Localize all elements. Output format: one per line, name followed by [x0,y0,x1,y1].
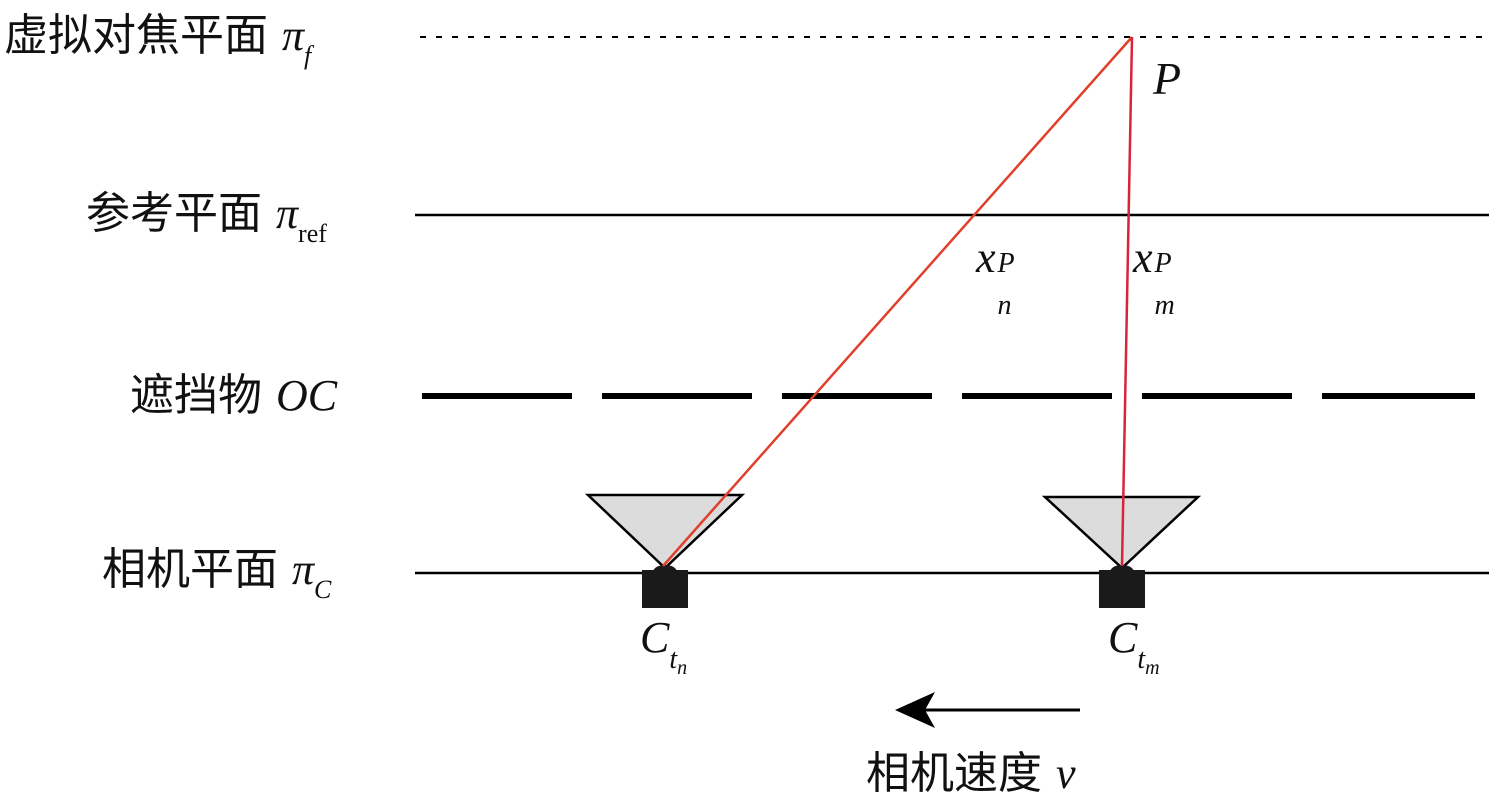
occluder-symbol: OC [276,371,338,420]
camera-m-subsub: m [1145,657,1160,679]
camera-plane-symbol: π [292,545,315,594]
camera-n-body [642,570,688,608]
occluder-text: 遮挡物 [130,370,262,421]
occluder-label: 遮挡物 OC [130,374,337,418]
projection-n-sub: n [997,290,1012,321]
ray-n [662,36,1133,567]
camera-plane-subscript: C [314,575,332,604]
camera-n-sub: t [669,644,678,675]
projection-n-sup: P [997,248,1015,279]
camera-n-subsub: n [677,657,688,679]
velocity-label: 相机速度 v [866,752,1076,796]
projection-m-base: x [1133,233,1153,282]
projection-m-sup: P [1154,248,1172,279]
camera-m-body [1099,570,1145,608]
camera-n-label: Ctn [640,613,687,679]
camera-n-base: C [640,613,670,662]
camera-plane-text: 相机平面 [102,544,278,595]
camera-n [584,493,746,608]
camera-m-sub: t [1137,644,1146,675]
reference-plane-text: 参考平面 [86,188,262,239]
camera-m-label: Ctm [1108,613,1160,679]
camera-m-base: C [1108,613,1138,662]
projection-n-base: x [976,233,996,282]
velocity-text: 相机速度 [866,748,1042,799]
virtual-focus-plane-text: 虚拟对焦平面 [4,10,268,61]
reference-plane-label: 参考平面 πref [86,189,327,247]
virtual-focus-plane-label: 虚拟对焦平面 πf [4,11,311,69]
velocity-symbol: v [1056,749,1076,798]
ray-m [1120,36,1134,567]
virtual-focus-plane-symbol: π [282,11,305,60]
point-p-label: P [1153,53,1182,104]
reference-plane-subscript: ref [298,219,327,248]
camera-n-frustum [584,493,746,570]
reference-plane-symbol: π [276,189,299,238]
camera-plane-label: 相机平面 πC [102,545,331,603]
projection-m-sub: m [1154,290,1175,321]
virtual-focus-plane-subscript: f [304,41,312,70]
velocity-arrow [895,692,1080,728]
